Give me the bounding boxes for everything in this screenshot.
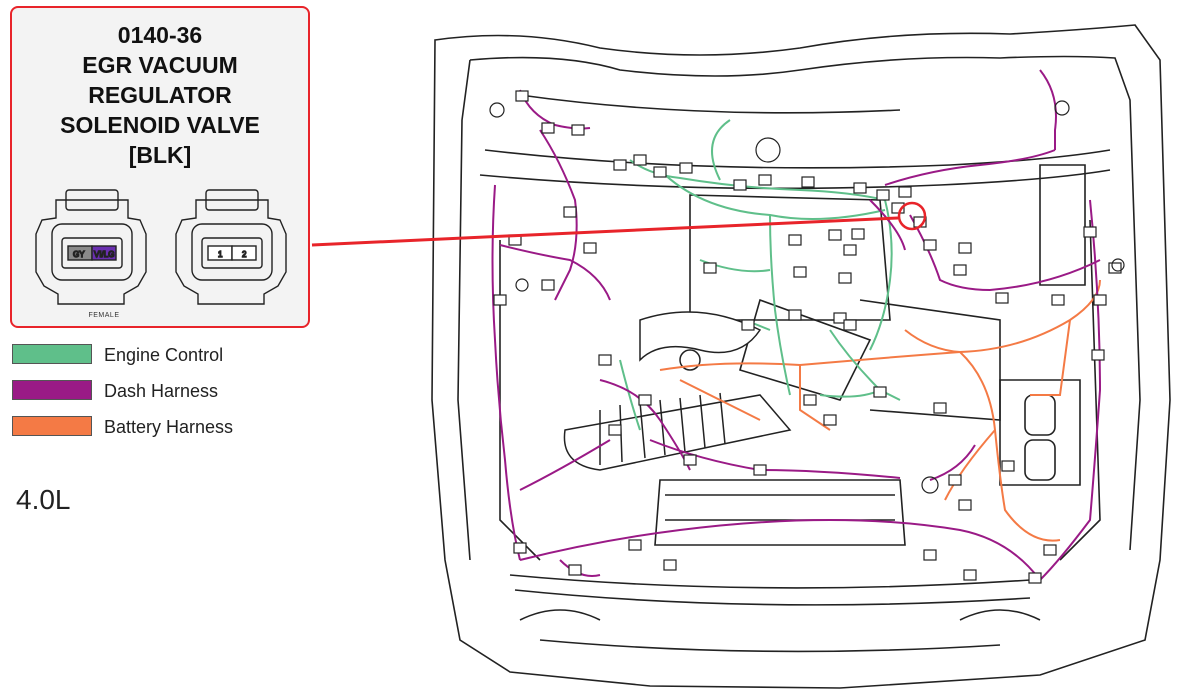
- harness-connector: [833, 312, 847, 324]
- harness-connector: [733, 179, 747, 191]
- harness-connector: [653, 166, 667, 178]
- harness-connector: [638, 394, 652, 406]
- harness-connector: [898, 186, 912, 198]
- harness-connector: [923, 549, 937, 561]
- harness-connector: [958, 242, 972, 254]
- harness-connector: [873, 386, 887, 398]
- harness-connector: [568, 564, 582, 576]
- pin-cavity-2: [231, 245, 257, 261]
- pin-cavity-vi-lg: [91, 245, 117, 261]
- harness-connector: [683, 454, 697, 466]
- connector-face-left: GY VI/LG: [35, 189, 147, 305]
- harness-connector: [541, 122, 555, 134]
- harness-connector: [995, 292, 1009, 304]
- pin-number-2: 2: [242, 250, 247, 259]
- highlight-circle: [897, 201, 927, 231]
- harness-connector: [663, 559, 677, 571]
- harness-connector: [1001, 460, 1015, 472]
- callout-connector-id: 0140-36: [117, 22, 203, 48]
- legend-swatch-engine-control: [12, 344, 92, 364]
- harness-connector: [513, 542, 527, 554]
- harness-connector: [958, 499, 972, 511]
- harness-connector: [823, 414, 837, 426]
- harness-connector: [493, 294, 507, 306]
- mounting-holes: [489, 100, 1125, 494]
- connector-face-right: 1 2: [175, 189, 287, 305]
- harness-connector: [851, 228, 865, 240]
- harness-connector: [891, 202, 905, 214]
- harness-connector: [563, 206, 577, 218]
- callout-title: 0140-36 EGR VACUUM REGULATOR SOLENOID VA…: [12, 20, 308, 170]
- dash-harness-wires: [491, 69, 1102, 581]
- pin-label-gy: GY: [73, 250, 85, 259]
- harness-connector: [1093, 294, 1107, 306]
- harness-connector: [741, 319, 755, 331]
- legend-label-battery-harness: Battery Harness: [104, 417, 234, 437]
- harness-connector: [598, 354, 612, 366]
- legend-label-dash-harness: Dash Harness: [104, 381, 219, 401]
- harness-connector: [515, 90, 529, 102]
- harness-connector: [828, 229, 842, 241]
- harness-connector: [843, 244, 857, 256]
- harness-connector: [853, 182, 867, 194]
- callout-connector-color: [BLK]: [128, 142, 192, 168]
- harness-connector: [1091, 349, 1105, 361]
- harness-connector: [838, 272, 852, 284]
- harness-connector: [963, 569, 977, 581]
- engine-size-label: 4.0L: [16, 484, 71, 515]
- harness-connector: [703, 262, 717, 274]
- battery-harness-wires: [659, 279, 1101, 542]
- callout-title-line-1: EGR VACUUM: [82, 52, 238, 78]
- legend-label-engine-control: Engine Control: [104, 345, 224, 365]
- callout-title-line-2: REGULATOR: [88, 82, 232, 108]
- harness-connector: [1028, 572, 1042, 584]
- harness-connector: [633, 154, 647, 166]
- connector-face-views: GY VI/LG 1 2: [35, 189, 287, 305]
- legend-swatch-dash-harness: [12, 380, 92, 400]
- harness-connector: [608, 424, 622, 436]
- harness-connector: [948, 474, 962, 486]
- harness-connector: [801, 176, 815, 188]
- harness-connector: [1083, 226, 1097, 238]
- harness-connector: [923, 239, 937, 251]
- harness-connector: [953, 264, 967, 276]
- harness-connector: [679, 162, 693, 174]
- harness-connector: [788, 309, 802, 321]
- harness-connector: [1051, 294, 1065, 306]
- harness-connector: [628, 539, 642, 551]
- harness-connector: [788, 234, 802, 246]
- harness-connector: [1108, 262, 1122, 274]
- harness-connector: [1043, 544, 1057, 556]
- pin-label-vi-lg: VI/LG: [94, 250, 114, 259]
- harness-connector: [753, 464, 767, 476]
- harness-connector: [803, 394, 817, 406]
- harness-connector: [571, 124, 585, 136]
- connector-blocks: [493, 90, 1122, 584]
- legend-swatch-battery-harness: [12, 416, 92, 436]
- harness-connector: [793, 266, 807, 278]
- callout-title-line-3: SOLENOID VALVE: [60, 112, 260, 138]
- harness-connector: [541, 279, 555, 291]
- harness-connector: [876, 189, 890, 201]
- connector-gender-label: FEMALE: [88, 312, 120, 319]
- harness-connector: [758, 174, 772, 186]
- callout-leader-line: [311, 216, 899, 247]
- pin-number-1: 1: [218, 250, 223, 259]
- harness-connector: [613, 159, 627, 171]
- air-intake-hose: [563, 311, 792, 471]
- engine-control-wires: [619, 119, 901, 431]
- connector-callout-box: 0140-36 EGR VACUUM REGULATOR SOLENOID VA…: [10, 6, 310, 328]
- harness-connector: [843, 319, 857, 331]
- harness-connector: [583, 242, 597, 254]
- harness-connector: [933, 402, 947, 414]
